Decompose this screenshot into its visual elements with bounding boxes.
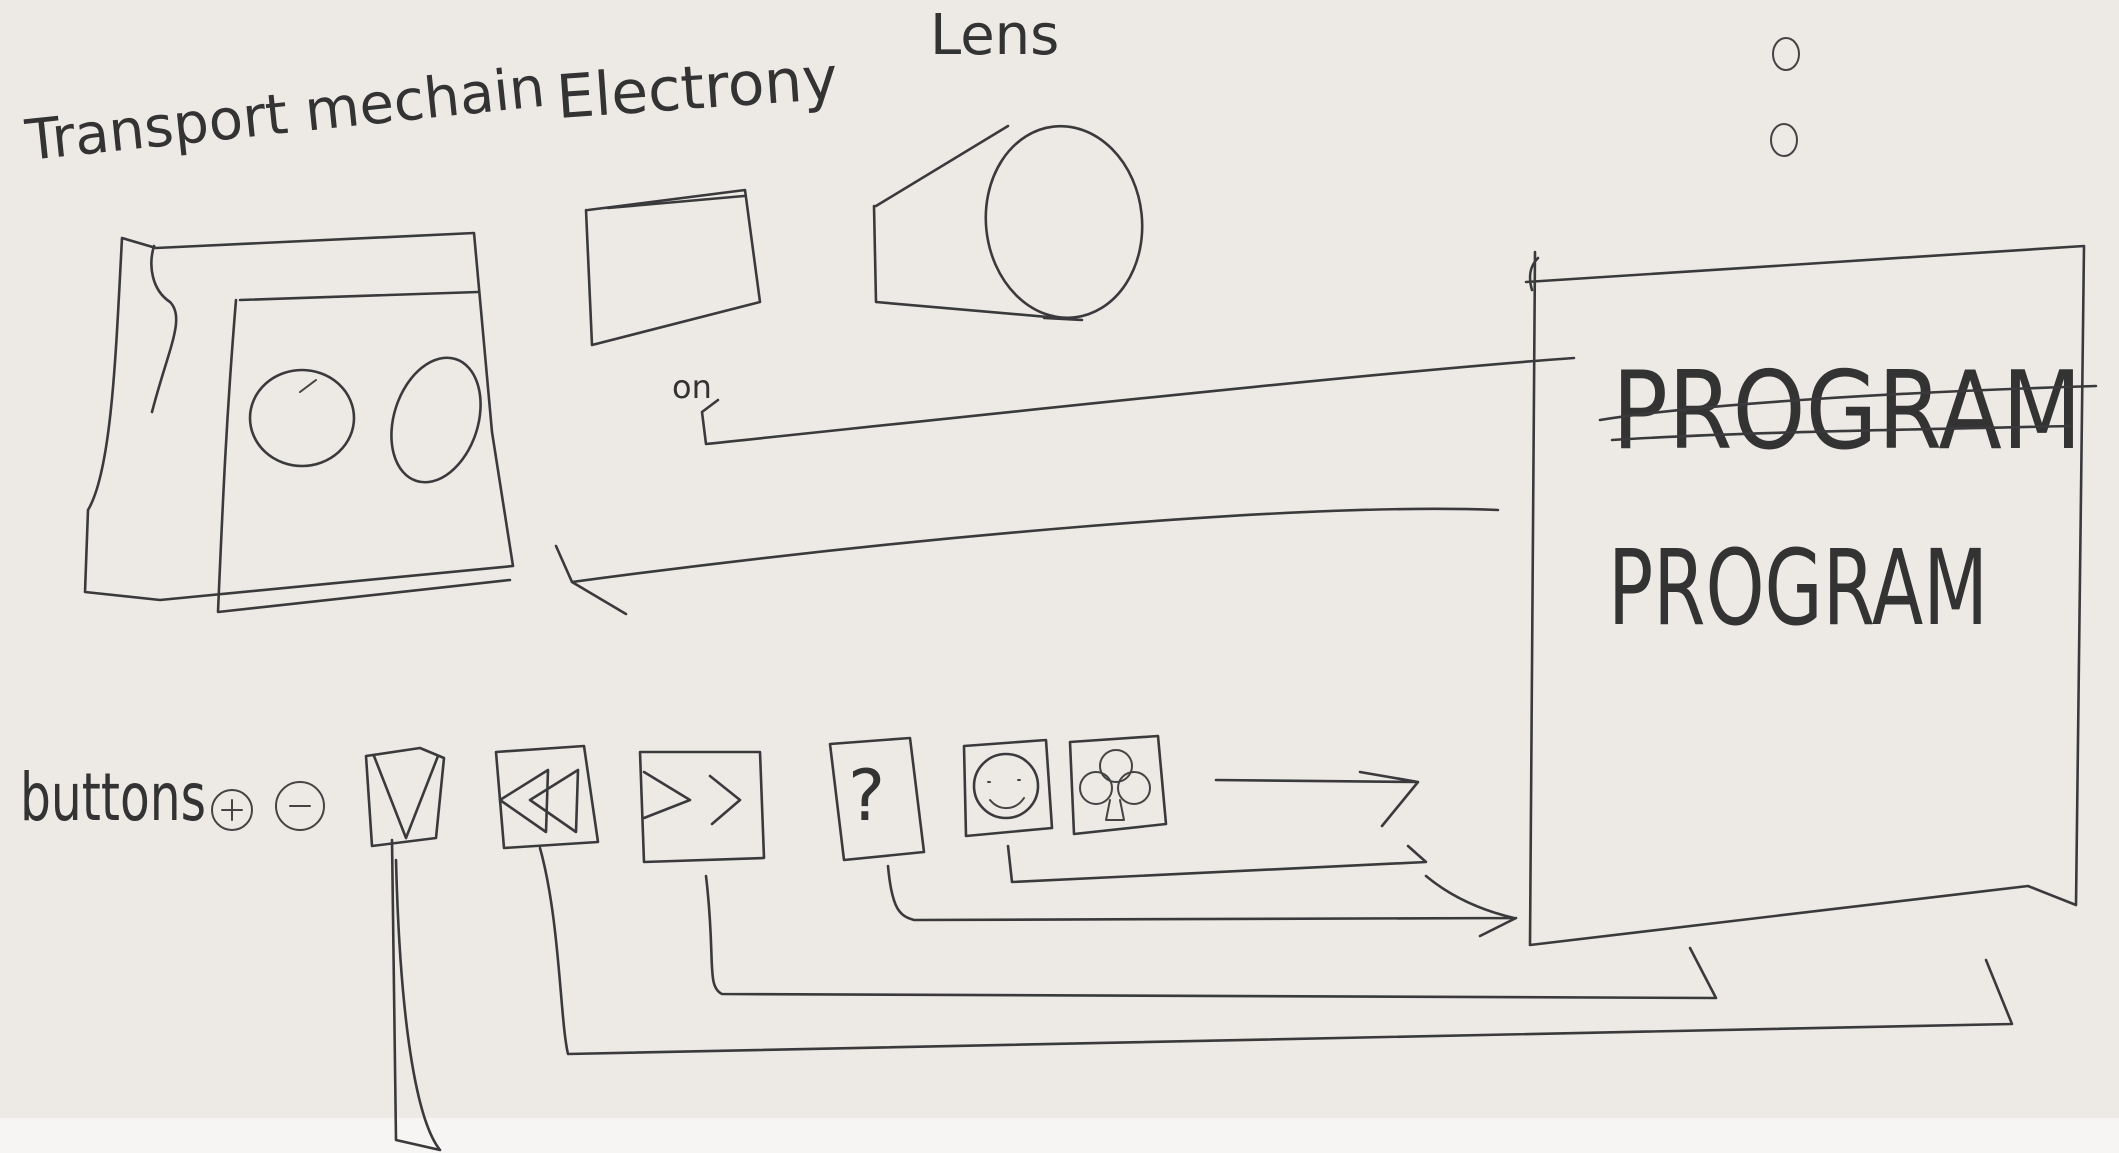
paper-bottom-edge xyxy=(0,1118,2119,1153)
plus-circle-icon[interactable] xyxy=(211,789,253,831)
program-connector-to-transport xyxy=(554,507,1500,616)
transport-reel-left xyxy=(248,368,356,468)
program-struck-label: PROGRAM xyxy=(1612,349,2082,474)
transport-mechanism-group: Transport mechain xyxy=(22,55,548,614)
indicator-dot-bottom xyxy=(1770,123,1798,157)
electronics-box xyxy=(584,188,762,347)
program-label: PROGRAM xyxy=(1608,527,1988,649)
electronics-connector-line xyxy=(700,356,1576,446)
program-screen-frame xyxy=(1524,244,2086,947)
electronics-label: Electrony xyxy=(554,43,840,132)
transport-reel-right xyxy=(390,356,482,484)
svg-text:?: ? xyxy=(848,755,885,837)
lens-label: Lens xyxy=(930,3,1059,68)
arrow-right-icon xyxy=(1214,770,1420,828)
program-strike-line xyxy=(1598,384,2098,442)
play-down-icon[interactable] xyxy=(364,746,446,1152)
lens-body xyxy=(872,124,1084,322)
club-icon[interactable] xyxy=(1068,734,1168,836)
fast-forward-icon[interactable] xyxy=(638,750,1718,1000)
minus-circle-icon[interactable] xyxy=(275,781,325,831)
transport-reel-left-tick xyxy=(299,379,317,393)
smiley-icon[interactable] xyxy=(962,738,1428,884)
buttons-label: buttons xyxy=(20,759,206,836)
indicator-dot-top xyxy=(1772,37,1800,71)
program-screen-group: PROGRAM PROGRAM xyxy=(554,244,2098,947)
buttons-group: buttons ? xyxy=(20,734,2014,1152)
question-icon[interactable]: ? xyxy=(828,736,1518,938)
transport-label: Transport mechain xyxy=(22,55,548,174)
transport-inner-frame xyxy=(150,244,512,614)
electronics-group: Electrony on xyxy=(554,43,1576,446)
on-label: on xyxy=(672,368,712,406)
lens-glass xyxy=(984,124,1144,320)
rewind-icon[interactable] xyxy=(494,744,2014,1056)
transport-cassette-outline xyxy=(83,231,515,602)
lens-group: Lens xyxy=(872,3,1144,322)
